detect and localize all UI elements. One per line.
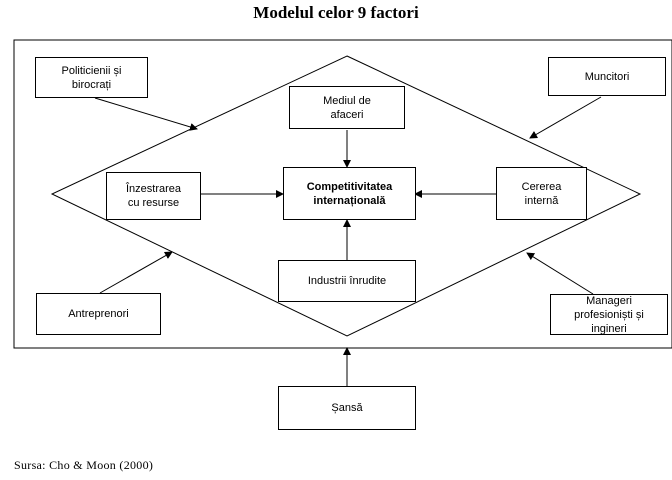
- box-sansa: Șansă: [278, 386, 416, 430]
- diamond: [50, 55, 642, 337]
- diagram-title: Modelul celor 9 factori: [253, 3, 419, 22]
- box-muncitori: Muncitori: [548, 57, 666, 96]
- arrow-manageri: [526, 252, 594, 295]
- arrow-politicieni: [94, 97, 198, 131]
- box-cererea-interna: Cererea internă: [496, 167, 587, 220]
- box-mediul-de-afaceri: Mediul de afaceri: [289, 86, 405, 129]
- arrow-antreprenori: [99, 251, 173, 294]
- box-manageri: Manageri profesioniști și ingineri: [550, 294, 668, 335]
- box-politicieni: Politicienii și birocrați: [35, 57, 148, 98]
- box-inzestrarea-cu-resurse: Înzestrarea cu resurse: [106, 172, 201, 220]
- box-competitivitatea-internationala: Competitivitatea internațională: [283, 167, 416, 220]
- box-industrii-inrudite: Industrii înrudite: [278, 260, 416, 302]
- arrow-muncitori: [529, 96, 602, 139]
- box-antreprenori: Antreprenori: [36, 293, 161, 335]
- source-caption: Sursa: Cho & Moon (2000): [14, 458, 154, 472]
